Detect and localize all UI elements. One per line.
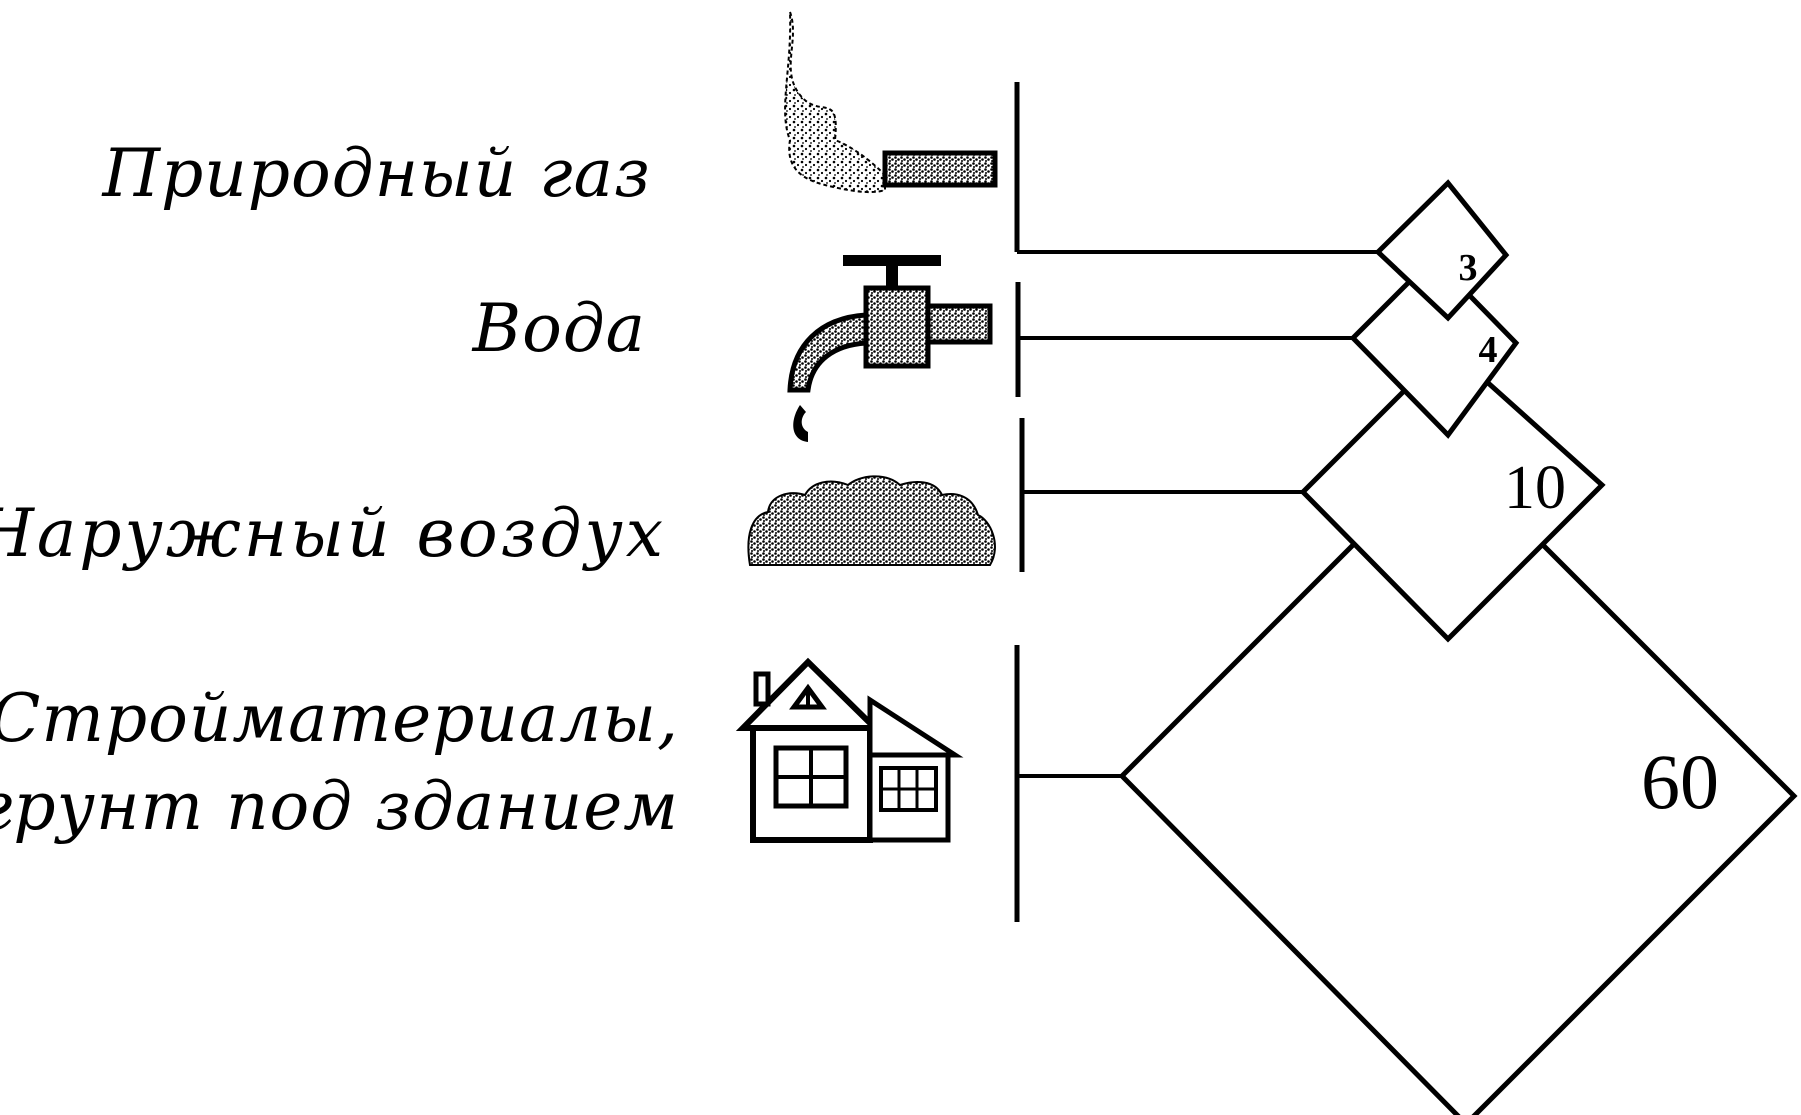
diamond-air [1299,343,1606,643]
diamond-water [1349,254,1520,439]
diamond-building [1118,446,1798,1115]
gas-flame-icon [784,11,998,194]
source-label-water: Вода [472,290,646,367]
source-label-building-line1: Стройматериалы, [0,680,679,757]
value-water: 4 [1479,329,1498,371]
diamond-gas [1374,179,1510,322]
source-label-air: Наружный воздух [0,495,666,572]
cloud-air-icon [747,475,996,566]
water-tap-icon [787,255,993,442]
value-air: 10 [1504,454,1566,522]
source-label-building-line2: грунт под зданием [0,768,679,845]
separator-bars [1014,82,1025,922]
connector-lines [1017,250,1378,778]
house-icon [735,657,964,843]
value-gas: 3 [1459,247,1478,289]
source-label-gas: Природный газ [102,135,651,212]
value-building: 60 [1641,738,1719,825]
